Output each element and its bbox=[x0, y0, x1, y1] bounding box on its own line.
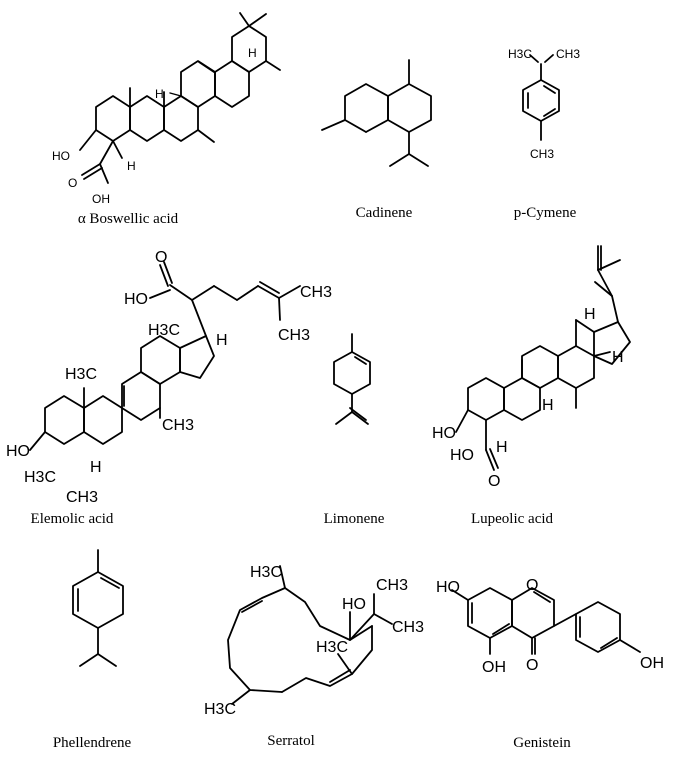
caption-alpha-boswellic-acid: α Boswellic acid bbox=[77, 211, 179, 227]
oxygen-label: O bbox=[526, 577, 538, 594]
methyl-label: CH3 bbox=[530, 147, 554, 161]
hydroxyl-label: OH bbox=[640, 655, 664, 672]
methyl-label: H3C bbox=[65, 366, 97, 383]
h-label: H bbox=[216, 332, 228, 349]
methyl-label: CH3 bbox=[278, 327, 310, 344]
caption-p-cymene: p-Cymene bbox=[513, 205, 577, 221]
hydroxyl-label: HO bbox=[6, 443, 30, 460]
oxygen-label: O bbox=[526, 657, 538, 674]
elemolic-acid-structure: O HO CH3 CH3 H3C H H3C CH3 HO H3C CH3 H bbox=[6, 249, 332, 506]
methyl-label: CH3 bbox=[556, 47, 580, 61]
methyl-label: CH3 bbox=[376, 577, 408, 594]
h-label: H bbox=[155, 87, 164, 101]
caption-genistein: Genistein bbox=[513, 735, 571, 751]
h-label: H bbox=[542, 397, 554, 414]
h-label: H bbox=[90, 459, 102, 476]
h-label: H bbox=[584, 306, 596, 323]
limonene-structure bbox=[333, 333, 371, 425]
h-label: H bbox=[612, 349, 624, 366]
hydroxyl-label: HO bbox=[436, 579, 460, 596]
oxygen-label: O bbox=[155, 249, 167, 266]
h-label: H bbox=[248, 46, 257, 60]
methyl-label: H3C bbox=[250, 564, 282, 581]
methyl-label: H3C bbox=[316, 639, 348, 656]
caption-elemolic-acid: Elemolic acid bbox=[30, 511, 114, 527]
caption-lupeolic-acid: Lupeolic acid bbox=[470, 511, 554, 527]
methyl-label: H3C bbox=[204, 701, 236, 718]
h-label: H bbox=[127, 159, 136, 173]
caption-limonene: Limonene bbox=[323, 511, 385, 527]
methyl-label: CH3 bbox=[66, 489, 98, 506]
lupeolic-acid-structure: H H H HO O HO H bbox=[432, 245, 631, 490]
caption-serratol: Serratol bbox=[267, 733, 315, 749]
oxygen-label: O bbox=[488, 473, 500, 490]
methyl-label: H3C bbox=[508, 47, 532, 61]
h-label: H bbox=[496, 439, 508, 456]
hydroxyl-label: OH bbox=[482, 659, 506, 676]
caption-cadinene: Cadinene bbox=[355, 205, 413, 221]
cadinene-structure bbox=[321, 59, 432, 167]
hydroxyl-label: HO bbox=[342, 596, 366, 613]
acid-oh-label: HO bbox=[124, 291, 148, 308]
oxygen-label: O bbox=[68, 176, 77, 190]
acid-oh-label: OH bbox=[92, 192, 110, 206]
methyl-label: H3C bbox=[24, 469, 56, 486]
phellendrene-structure bbox=[72, 549, 124, 667]
alpha-boswellic-acid-structure: H H H HO O OH bbox=[52, 12, 281, 206]
acid-oh-label: HO bbox=[450, 447, 474, 464]
p-cymene-structure: H3C CH3 CH3 bbox=[508, 47, 580, 161]
hydroxyl-label: HO bbox=[52, 149, 70, 163]
methyl-label: H3C bbox=[148, 322, 180, 339]
serratol-structure: H3C H3C H3C HO CH3 CH3 bbox=[204, 564, 424, 718]
genistein-structure: O O HO OH OH bbox=[436, 577, 664, 676]
caption-phellendrene: Phellendrene bbox=[52, 735, 132, 751]
hydroxyl-label: HO bbox=[432, 425, 456, 442]
methyl-label: CH3 bbox=[300, 284, 332, 301]
methyl-label: CH3 bbox=[392, 619, 424, 636]
methyl-label: CH3 bbox=[162, 417, 194, 434]
